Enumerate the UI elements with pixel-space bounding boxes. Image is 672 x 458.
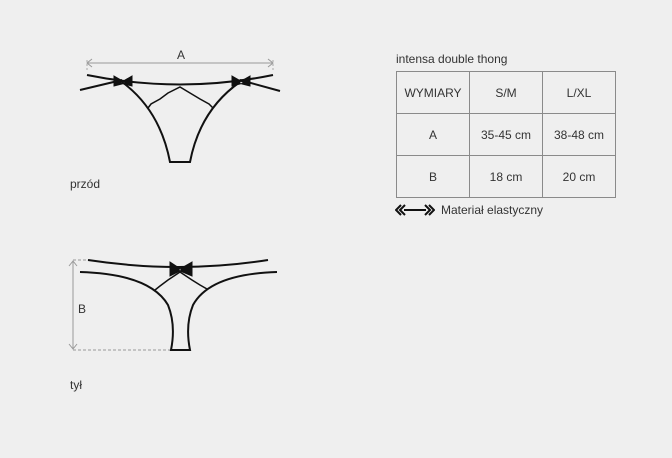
table-row: B 18 cm 20 cm: [396, 155, 616, 198]
front-view-label: przód: [70, 177, 101, 191]
table-cell: 18 cm: [469, 155, 543, 198]
dimension-b-label: B: [78, 302, 87, 316]
table-cell: B: [396, 155, 470, 198]
front-view-drawing: [79, 58, 281, 163]
table-header: S/M: [469, 71, 543, 114]
legend-label: Materiał elastyczny: [441, 203, 544, 217]
size-table: WYMIARY S/M L/XL A 35-45 cm 38-48 cm B 1…: [396, 71, 616, 198]
table-cell: 20 cm: [542, 155, 616, 198]
dimension-a-label: A: [177, 48, 186, 62]
back-view-drawing: [68, 259, 278, 351]
table-cell: A: [396, 113, 470, 156]
table-header: WYMIARY: [396, 71, 470, 114]
table-header-row: WYMIARY S/M L/XL: [396, 71, 616, 114]
table-cell: 38-48 cm: [542, 113, 616, 156]
table-header: L/XL: [542, 71, 616, 114]
table-row: A 35-45 cm 38-48 cm: [396, 113, 616, 156]
elastic-arrow-icon: [395, 204, 435, 216]
table-cell: 35-45 cm: [469, 113, 543, 156]
back-view-label: tył: [70, 378, 82, 392]
product-title: intensa double thong: [396, 52, 508, 66]
